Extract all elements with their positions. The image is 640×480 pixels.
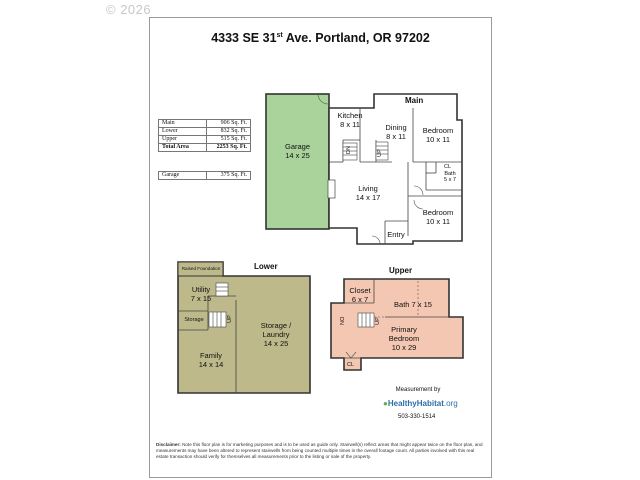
closet-marker-cl-upper: CL [347, 362, 355, 368]
lower-stairs [208, 282, 229, 328]
level-label-lower: Lower [254, 262, 278, 271]
main-house-area [328, 93, 463, 245]
disclaimer: Disclaimer: Note this floor plan is for … [156, 442, 486, 460]
logo-text-1: Healthy [387, 399, 417, 408]
room-name: Garage [284, 142, 311, 151]
room-raised-foundation: Raised Foundation [181, 266, 221, 271]
room-dims: 6 x 7 [351, 295, 369, 304]
logo-text-3: .org [443, 399, 458, 408]
room-name: Utility [191, 285, 211, 294]
room-dims: 14 x 25 [263, 339, 289, 348]
main-level-plan [265, 93, 463, 245]
room-name: Entry [387, 230, 405, 239]
main-stairs [342, 141, 389, 161]
raised-foundation-area [177, 261, 224, 277]
lower-interior-walls [178, 295, 237, 393]
address-part-2: Ave. Portland, OR 97202 [282, 31, 430, 45]
room-dims: 10 x 11 [425, 135, 451, 144]
room-dims: 7 x 15 [190, 294, 212, 303]
door-swings [317, 93, 424, 245]
logo-text-2: Habitat [416, 399, 444, 408]
fireplace-icon [327, 179, 336, 199]
room-name-line-1: Primary [391, 325, 417, 334]
room-name-line-1: Storage / [260, 321, 292, 330]
room-name: Closet [349, 286, 371, 295]
area-value: 2253 Sq. Ft. [206, 143, 251, 152]
room-dims: 8 x 11 [340, 120, 360, 129]
measurement-phone: 503-330-1514 [398, 414, 436, 420]
room-dims: 10 x 29 [391, 343, 417, 352]
stair-marker-up: UP [376, 149, 383, 157]
copyright-watermark: © 2026 [106, 2, 152, 17]
room-bath-upper: Bath 7 x 15 [394, 300, 432, 309]
stair-marker-up-lower: UP [226, 315, 233, 323]
address-part-1: 4333 SE 31 [211, 31, 277, 45]
stair-marker-dn: DN [345, 146, 352, 154]
disclaimer-label: Disclaimer: [156, 442, 181, 447]
room-storage-small: Storage [184, 317, 204, 323]
upper-door-swings [345, 351, 357, 359]
healthy-habitat-logo: ●HealthyHabitat.org [383, 399, 458, 408]
leaf-icon: ● [383, 399, 388, 408]
room-name: Bedroom [422, 126, 454, 135]
closet-marker-cl: CL [444, 164, 452, 170]
room-dims: 5 x 7 [444, 177, 456, 183]
room-dims: 8 x 11 [386, 132, 406, 141]
measurement-credit: Measurement by [395, 387, 441, 393]
upper-stairs [357, 312, 375, 328]
room-name: Kitchen [337, 111, 363, 120]
room-entry: Entry [384, 230, 408, 239]
room-name: Bath [444, 171, 456, 177]
property-address: 4333 SE 31st Ave. Portland, OR 97202 [149, 31, 492, 45]
area-value: 375 Sq. Ft. [206, 171, 251, 180]
room-name-line-2: Bedroom [388, 334, 420, 343]
disclaimer-text: Note this floor plan is for marketing pu… [156, 442, 483, 459]
stair-marker-dn-upper: DN [337, 317, 344, 325]
address-superscript: st [276, 31, 283, 39]
room-dims: 14 x 17 [355, 193, 381, 202]
room-name-line-2: Laundry [262, 330, 290, 339]
room-name: Bedroom [422, 208, 454, 217]
stair-marker-up-upper: UP [374, 317, 381, 325]
upper-dashed-lines [374, 281, 419, 318]
room-dims: 10 x 11 [425, 217, 451, 226]
room-name: Family [199, 351, 223, 360]
level-label-upper: Upper [389, 266, 413, 275]
garage-area [265, 93, 330, 230]
upper-interior-walls [344, 279, 449, 359]
level-label-main: Main [405, 96, 424, 105]
room-name: Living [358, 184, 378, 193]
room-name: Dining [385, 123, 407, 132]
room-dims: 14 x 25 [285, 151, 310, 160]
room-dims: 14 x 14 [198, 360, 224, 369]
